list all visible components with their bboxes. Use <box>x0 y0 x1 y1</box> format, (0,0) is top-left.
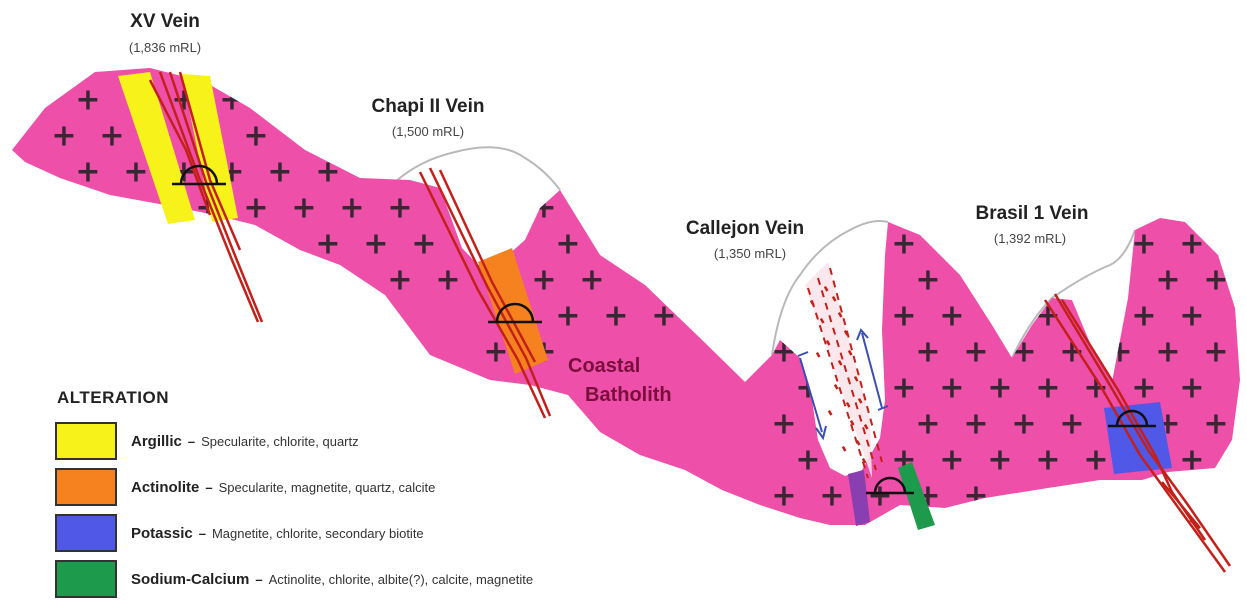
legend-item-sodium-calcium: Sodium-Calcium–Actinolite, chlorite, alb… <box>55 556 775 602</box>
plus-symbol: + <box>1155 335 1180 370</box>
plus-symbol: + <box>1059 407 1084 442</box>
coastal-label: Coastal <box>568 355 640 377</box>
sodium-calcium-swatch <box>55 560 117 598</box>
plus-symbol: + <box>891 299 916 334</box>
potassic-swatch <box>55 514 117 552</box>
plus-symbol: + <box>987 371 1012 406</box>
plus-symbol: + <box>555 299 580 334</box>
legend-minerals-sodium-calcium: Actinolite, chlorite, albite(?), calcite… <box>269 572 533 587</box>
plus-symbol: + <box>219 83 244 118</box>
plus-symbol: + <box>531 191 556 226</box>
legend-minerals-actinolite: Specularite, magnetite, quartz, calcite <box>219 480 436 495</box>
plus-symbol: + <box>1203 263 1228 298</box>
legend-name-actinolite: Actinolite <box>131 479 199 496</box>
plus-symbol: + <box>1011 407 1036 442</box>
plus-symbol: + <box>771 479 796 514</box>
plus-symbol: + <box>75 155 100 190</box>
plus-symbol: + <box>939 299 964 334</box>
plus-symbol: + <box>291 191 316 226</box>
plus-symbol: + <box>411 227 436 262</box>
vein-fragment-mark <box>816 352 821 358</box>
plus-symbol: + <box>123 155 148 190</box>
plus-symbol: + <box>1035 371 1060 406</box>
plus-symbol: + <box>243 119 268 154</box>
legend-name-argillic: Argillic <box>131 433 182 450</box>
vein-elevation-callejon: (1,350 mRL) <box>714 246 786 261</box>
vein-elevation-xv: (1,836 mRL) <box>129 40 201 55</box>
vein-fragment-mark <box>834 384 839 390</box>
plus-symbol: + <box>1131 299 1156 334</box>
plus-symbol: + <box>987 443 1012 478</box>
plus-symbol: + <box>1107 335 1132 370</box>
actinolite-swatch <box>55 468 117 506</box>
plus-symbol: + <box>939 443 964 478</box>
plus-symbol: + <box>819 479 844 514</box>
vein-fragment-mark <box>828 410 833 416</box>
plus-symbol: + <box>1203 335 1228 370</box>
legend-item-actinolite: Actinolite–Specularite, magnetite, quart… <box>55 464 775 510</box>
legend-minerals-argillic: Specularite, chlorite, quartz <box>201 434 359 449</box>
plus-symbol: + <box>99 119 124 154</box>
plus-symbol: + <box>1083 443 1108 478</box>
alteration-legend: ALTERATION Argillic–Specularite, chlorit… <box>55 388 775 602</box>
vein-title-callejon: Callejon Vein <box>686 218 804 239</box>
argillic-swatch <box>55 422 117 460</box>
plus-symbol: + <box>579 263 604 298</box>
plus-symbol: + <box>555 227 580 262</box>
plus-symbol: + <box>1179 299 1204 334</box>
plus-symbol: + <box>1203 407 1228 442</box>
plus-symbol: + <box>1155 263 1180 298</box>
vein-fragment-mark <box>842 446 847 452</box>
plus-symbol: + <box>363 227 388 262</box>
plus-symbol: + <box>915 407 940 442</box>
plus-symbol: + <box>51 119 76 154</box>
plus-symbol: + <box>795 443 820 478</box>
plus-symbol: + <box>603 299 628 334</box>
plus-symbol: + <box>891 227 916 262</box>
plus-symbol: + <box>387 263 412 298</box>
legend-name-potassic: Potassic <box>131 525 193 542</box>
plus-symbol: + <box>867 479 892 514</box>
vein-elevation-chapi-ii: (1,500 mRL) <box>392 124 464 139</box>
plus-symbol: + <box>243 191 268 226</box>
plus-symbol: + <box>267 155 292 190</box>
vein-title-chapi-ii: Chapi II Vein <box>372 96 485 117</box>
legend-item-potassic: Potassic–Magnetite, chlorite, secondary … <box>55 510 775 556</box>
plus-symbol: + <box>1035 443 1060 478</box>
plus-symbol: + <box>771 407 796 442</box>
plus-symbol: + <box>1179 443 1204 478</box>
legend-title: ALTERATION <box>57 388 775 408</box>
plus-symbol: + <box>75 83 100 118</box>
plus-symbol: + <box>387 191 412 226</box>
vein-title-brasil-1: Brasil 1 Vein <box>975 203 1088 224</box>
plus-symbol: + <box>963 479 988 514</box>
vein-title-xv: XV Vein <box>130 11 200 32</box>
plus-symbol: + <box>315 155 340 190</box>
plus-symbol: + <box>915 335 940 370</box>
plus-symbol: + <box>963 335 988 370</box>
legend-item-argillic: Argillic–Specularite, chlorite, quartz <box>55 418 775 464</box>
plus-symbol: + <box>939 371 964 406</box>
plus-symbol: + <box>339 191 364 226</box>
plus-symbol: + <box>435 263 460 298</box>
plus-symbol: + <box>315 227 340 262</box>
plus-symbol: + <box>1179 371 1204 406</box>
legend-name-sodium-calcium: Sodium-Calcium <box>131 571 249 588</box>
plus-symbol: + <box>1131 371 1156 406</box>
plus-symbol: + <box>915 263 940 298</box>
plus-symbol: + <box>1131 227 1156 262</box>
plus-symbol: + <box>963 407 988 442</box>
legend-minerals-potassic: Magnetite, chlorite, secondary biotite <box>212 526 424 541</box>
plus-symbol: + <box>1179 227 1204 262</box>
vein-elevation-brasil-1: (1,392 mRL) <box>994 231 1066 246</box>
plus-symbol: + <box>651 299 676 334</box>
plus-symbol: + <box>531 263 556 298</box>
plus-symbol: + <box>891 371 916 406</box>
